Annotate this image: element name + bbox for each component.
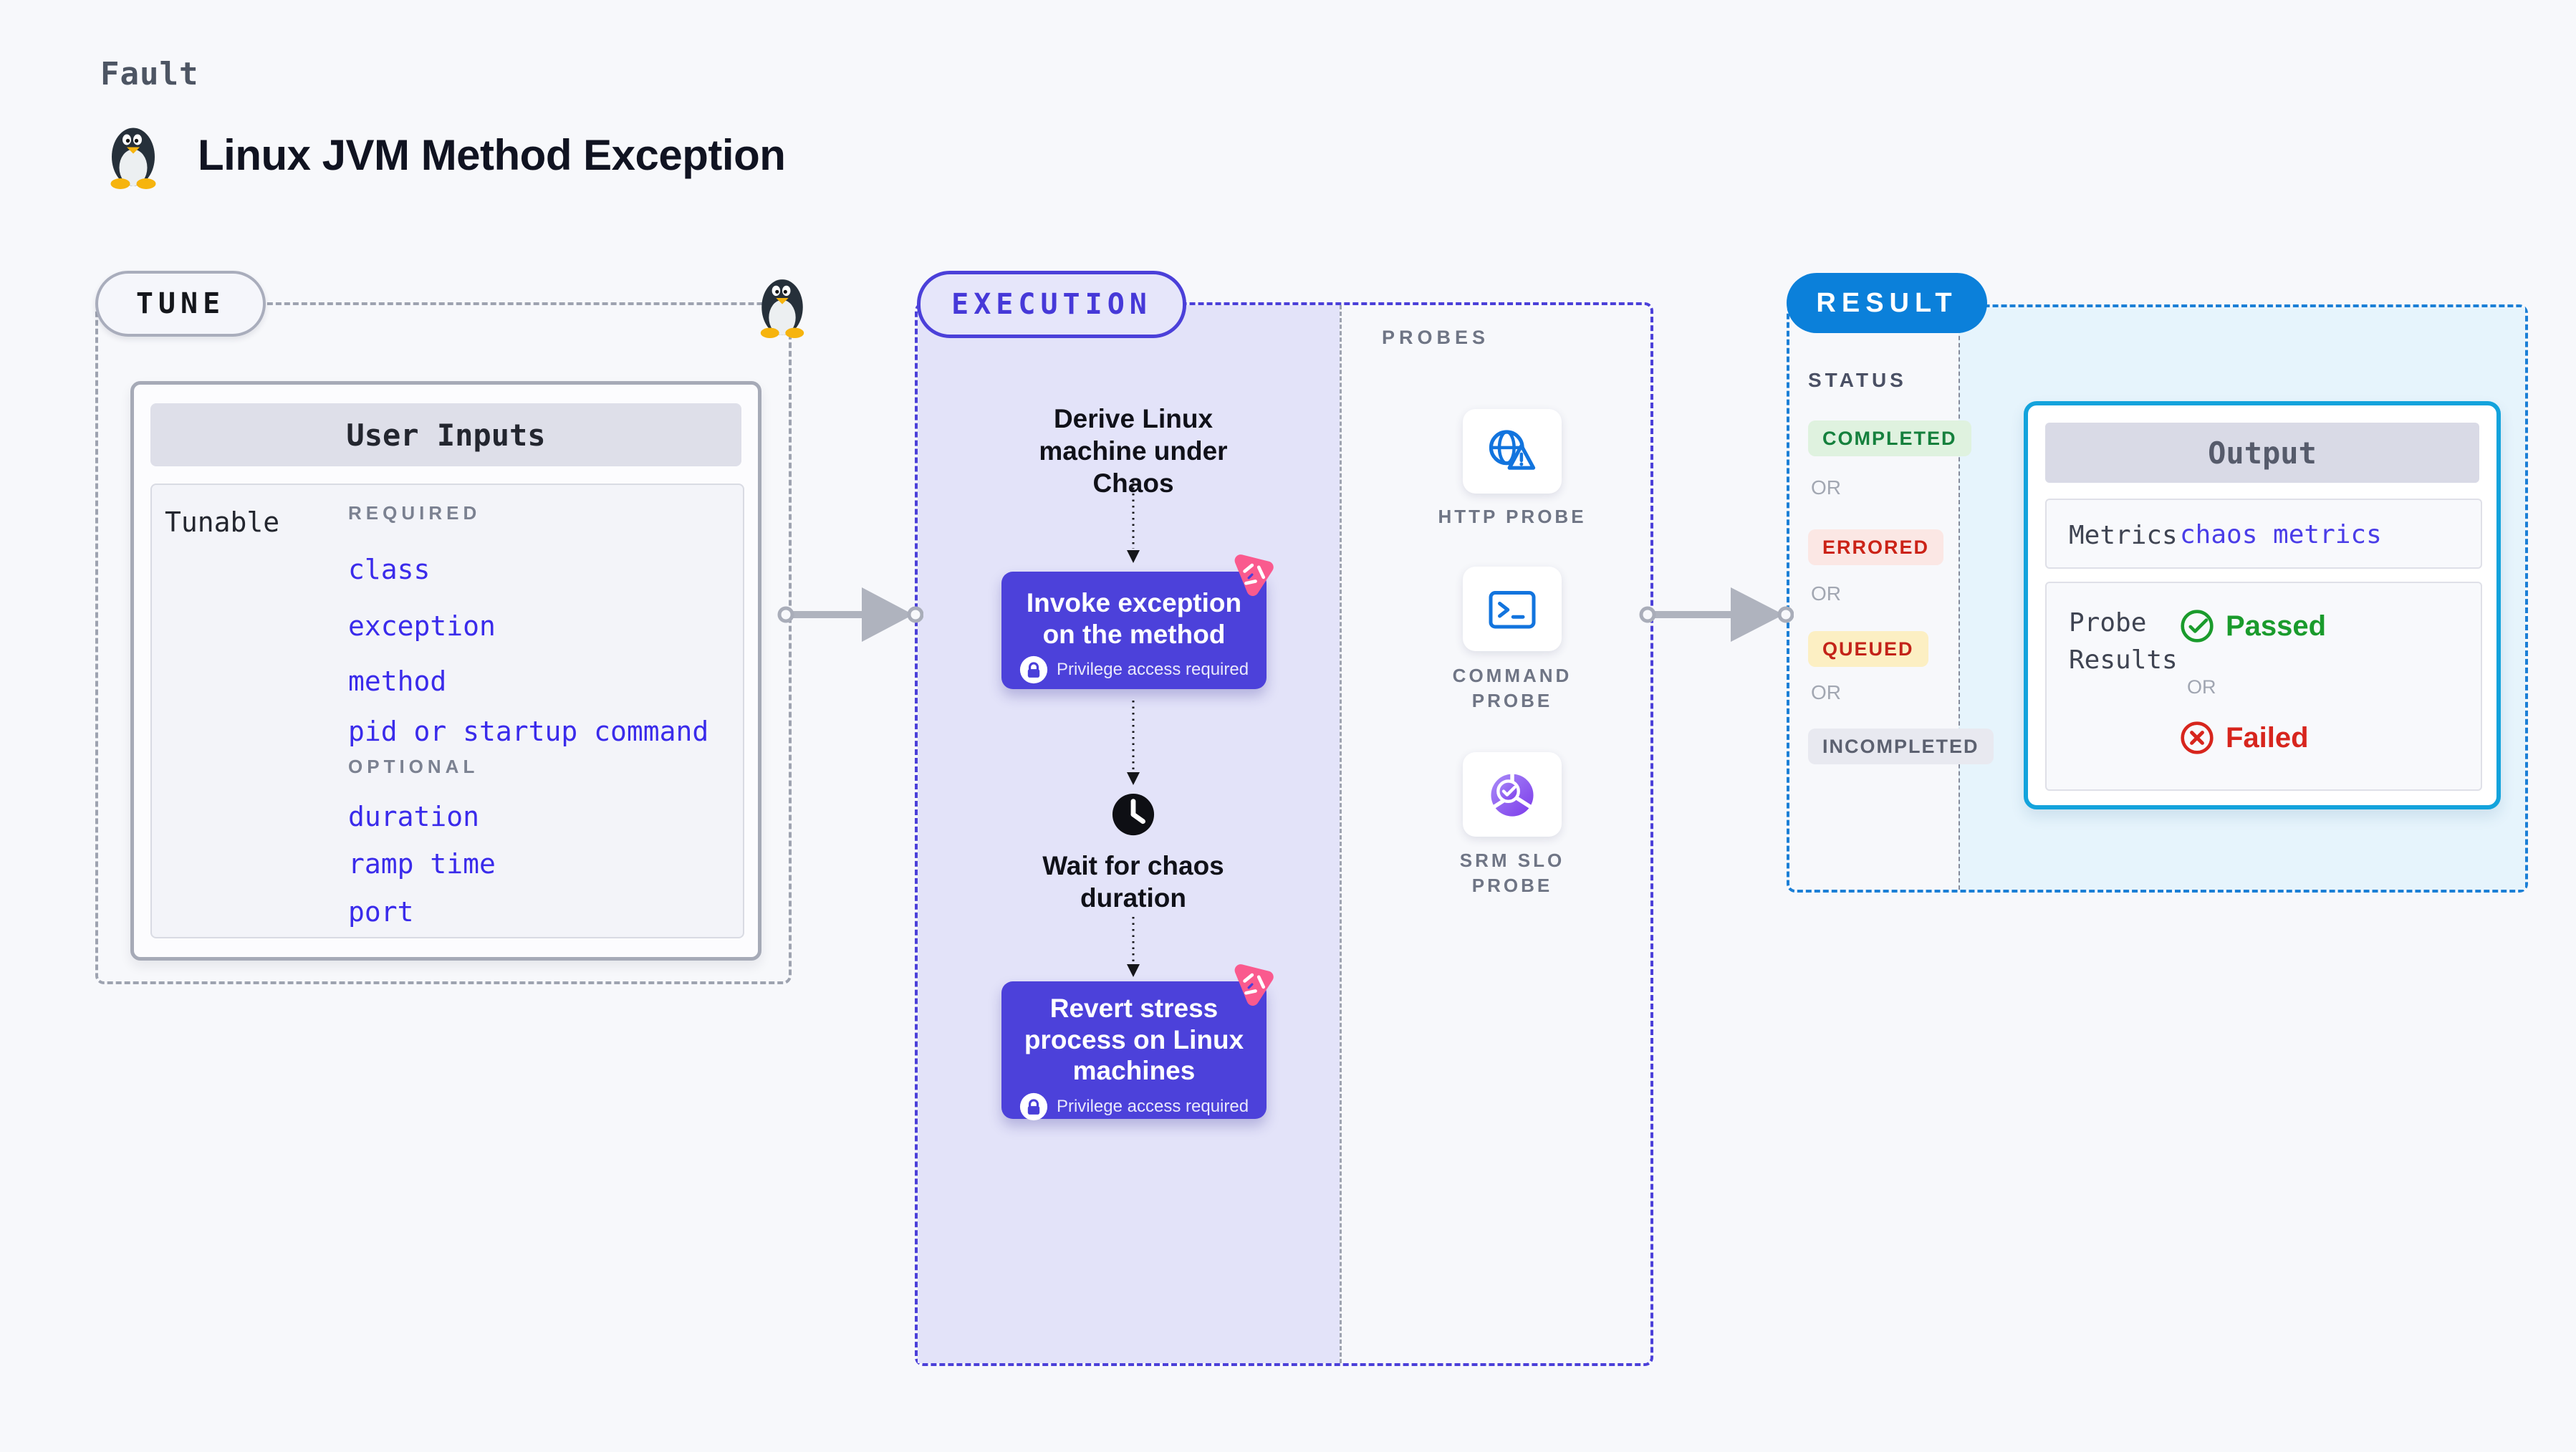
http-probe-label: HTTP PROBE [1438,506,1587,527]
tunable-link-pid[interactable]: pid or startup command [348,716,709,747]
status-badge-queued: QUEUED [1808,631,1928,667]
x-circle-icon [2181,721,2214,754]
user-inputs-card: User Inputs Tunable REQUIRED class excep… [130,381,761,961]
result-pill: RESULT [1787,273,1987,333]
derive-step-text: Derive Linux machine under Chaos [1039,404,1228,499]
globe-warning-icon [1489,430,1536,470]
chaos-metrics-link[interactable]: chaos metrics [2180,520,2382,549]
output-card: Output Metrics chaos metrics Probe Resul… [2024,401,2501,809]
tunable-link-method[interactable]: method [348,665,447,697]
or-label: OR [1811,681,1841,703]
privilege-note: Privilege access required [1056,660,1249,680]
optional-label: OPTIONAL [348,756,479,777]
tune-pill: TUNE [95,271,266,337]
lock-icon [1019,656,1048,684]
tunable-link-ramp-time[interactable]: ramp time [348,848,496,880]
status-badge-incompleted: INCOMPLETED [1808,729,1994,764]
probes-lane-divider [1340,305,1342,1363]
chaos-fault-icon [1234,964,1274,1006]
tunable-row-label: Tunable [165,506,280,538]
privilege-note: Privilege access required [1056,1096,1249,1116]
probes-label: PROBES [1382,327,1490,348]
probe-results-row: Probe Results Passed OR Failed [2045,582,2482,791]
wait-step-text: Wait for chaos duration [1042,851,1224,913]
failed-label: Failed [2226,721,2309,754]
invoke-exception-step-button[interactable]: Invoke exception on the method Privilege… [1001,572,1267,689]
srm-slo-probe-card [1463,752,1562,837]
passed-label: Passed [2226,610,2327,642]
chaos-fault-icon [1234,554,1274,596]
arrow-execution-to-result [1639,587,1794,642]
user-inputs-title: User Inputs [150,403,741,466]
dotted-arrow-down-icon [1127,701,1140,785]
arrow-tune-to-execution [777,587,923,642]
tux-penguin-icon-small [760,279,804,338]
passed-result: Passed [2180,609,2326,643]
page-header: Linux JVM Method Exception [100,120,786,189]
execution-section: Derive Linux machine under Chaos Invoke … [915,302,1653,1366]
tunables-panel: Tunable REQUIRED class exception method … [150,484,744,938]
metrics-row: Metrics chaos metrics [2045,499,2482,569]
clock-icon [1112,793,1155,836]
terminal-icon [1489,591,1536,629]
status-badge-errored: ERRORED [1808,529,1944,565]
execution-pill: EXECUTION [917,271,1186,338]
revert-stress-step-button[interactable]: Revert stress process on Linux machines … [1001,981,1267,1121]
page-title: Linux JVM Method Exception [198,130,786,179]
tunable-link-class[interactable]: class [348,554,431,585]
slo-donut-icon [1491,772,1534,817]
or-label: OR [1811,476,1841,499]
required-label: REQUIRED [348,502,481,524]
tunable-link-exception[interactable]: exception [348,610,496,642]
output-title: Output [2045,423,2479,483]
metrics-label: Metrics [2069,521,2178,550]
command-probe-label: COMMAND PROBE [1452,665,1572,712]
dotted-arrow-down-icon [1127,917,1140,977]
status-label: STATUS [1808,369,1907,391]
http-probe-card [1463,409,1562,494]
revert-stress-label: Revert stress process on Linux machines [1024,994,1244,1086]
tux-penguin-icon [110,128,156,189]
or-label: OR [2187,676,2216,698]
command-probe-card [1463,567,1562,651]
probe-results-label: Probe Results [2069,608,2178,675]
lock-icon [1019,1092,1048,1121]
failed-result: Failed [2180,721,2309,755]
status-badge-completed: COMPLETED [1808,420,1971,456]
fault-eyebrow: Fault [100,56,199,92]
invoke-exception-label: Invoke exception on the method [1026,588,1242,649]
status-lane-divider [1959,307,1960,890]
check-circle-icon [2181,610,2214,643]
dotted-arrow-down-icon [1127,481,1140,563]
srm-slo-probe-label: SRM SLO PROBE [1459,850,1565,897]
or-label: OR [1811,582,1841,605]
tunable-link-port[interactable]: port [348,896,414,928]
tunable-link-duration[interactable]: duration [348,801,480,832]
tune-section [95,302,792,984]
